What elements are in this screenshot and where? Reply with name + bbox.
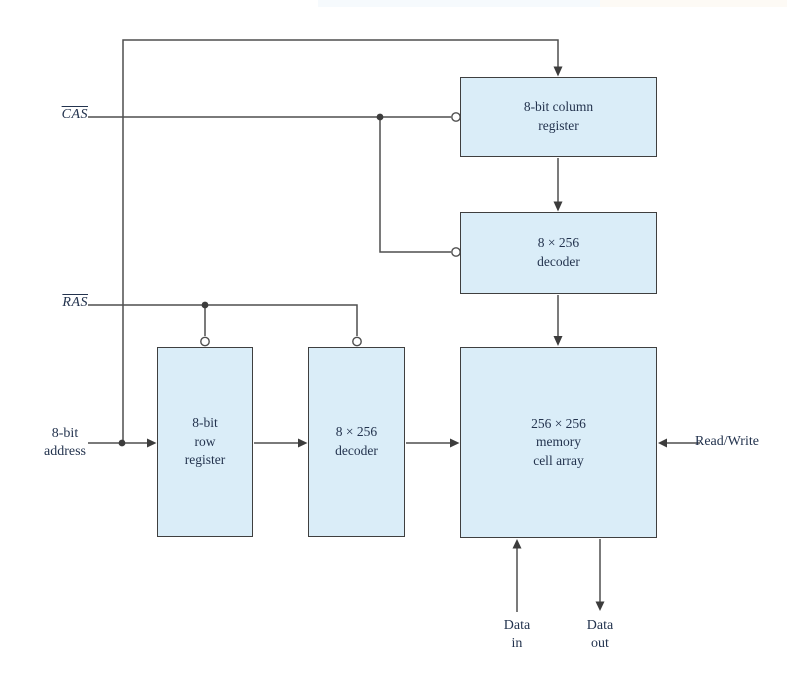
ras-text: RAS <box>62 295 88 310</box>
address-signal-label: 8-bit address <box>44 426 86 460</box>
arrowhead-into-memory-top <box>553 336 563 346</box>
bubble-ras-row-decoder <box>352 336 362 347</box>
arrowhead-data-in <box>512 539 522 549</box>
junction-dot-cas <box>376 113 384 121</box>
ras-signal-label: RAS <box>44 294 88 312</box>
block-row-decoder: 8 × 256 decoder <box>308 347 405 537</box>
junction-dot-address <box>118 439 126 447</box>
block-memory-cell-array: 256 × 256 memory cell array <box>460 347 657 538</box>
arrowhead-into-column-decoder <box>553 201 563 212</box>
wire-ras <box>88 304 358 336</box>
read-write-signal-label: Read/Write <box>695 434 759 449</box>
wire-cas-branch <box>379 117 451 253</box>
arrowhead-into-row-decoder <box>298 438 308 448</box>
junction-dot-ras <box>201 301 209 309</box>
cas-text: CAS <box>61 107 88 122</box>
block-row-register: 8-bit row register <box>157 347 253 537</box>
block-column-decoder-label: 8 × 256 decoder <box>537 235 580 269</box>
block-row-register-label: 8-bit row register <box>184 415 226 468</box>
data-in-label: Data in <box>503 618 531 652</box>
bubble-cas-column-register <box>451 112 461 122</box>
block-column-register-label: 8-bit column register <box>523 99 594 133</box>
arrowhead-data-out <box>595 601 605 611</box>
arrowhead-read-write <box>658 438 667 448</box>
block-column-decoder: 8 × 256 decoder <box>460 212 657 294</box>
arrowhead-into-memory-left <box>450 438 460 448</box>
arrowhead-into-column-register <box>553 66 563 77</box>
block-column-register: 8-bit column register <box>460 77 657 157</box>
page-edge-artifact-right <box>600 0 787 7</box>
arrowhead-into-row-register <box>147 438 157 448</box>
bubble-cas-column-decoder <box>451 247 461 257</box>
block-memory-cell-array-label: 256 × 256 memory cell array <box>531 415 586 468</box>
block-row-decoder-label: 8 × 256 decoder <box>335 424 378 458</box>
page-edge-artifact-left <box>318 0 600 7</box>
data-out-label: Data out <box>586 618 614 652</box>
cas-signal-label: CAS <box>44 106 88 124</box>
bubble-ras-row-register <box>200 336 210 347</box>
wire-address-to-column-register <box>122 39 559 443</box>
